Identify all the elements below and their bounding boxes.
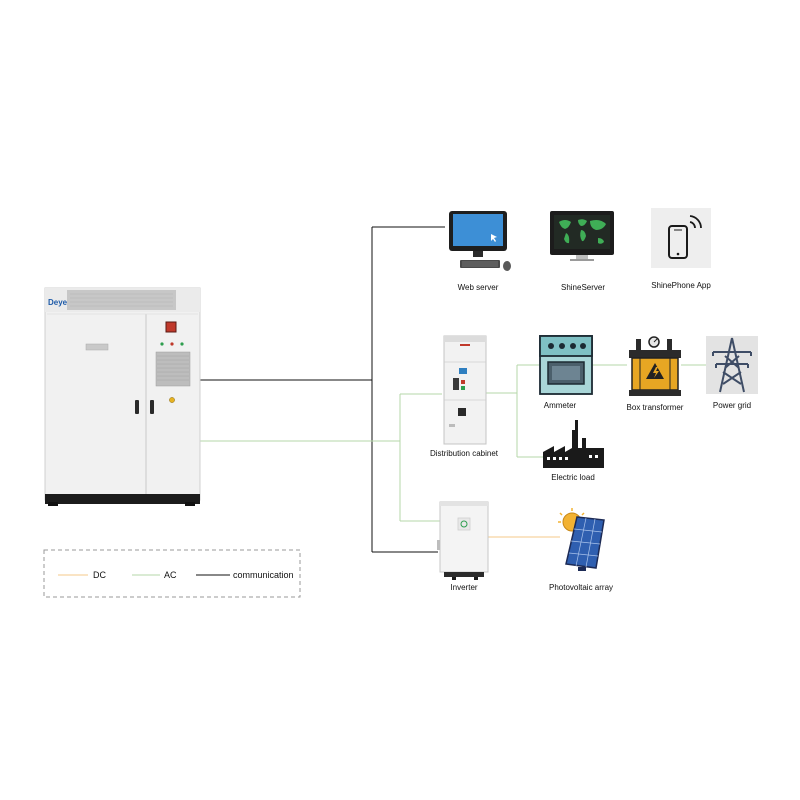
distribution-cabinet-label: Distribution cabinet xyxy=(430,449,499,458)
factory-icon xyxy=(543,420,604,468)
ac-lines xyxy=(200,364,707,522)
shinephone-app-node: ShinePhone App xyxy=(651,208,711,290)
ammeter-icon xyxy=(539,335,593,395)
shinephone-app-label: ShinePhone App xyxy=(651,281,711,290)
legend-communication-label: communication xyxy=(233,570,294,580)
box-transformer-label: Box transformer xyxy=(627,403,684,412)
inverter-node: Inverter xyxy=(437,501,489,592)
indicator-light-icon xyxy=(170,342,174,346)
distribution-cabinet-icon xyxy=(443,335,487,445)
door-handle-icon xyxy=(135,400,139,414)
transmission-tower-icon xyxy=(706,336,758,394)
photovoltaic-array-node: Photovoltaic array xyxy=(549,508,613,592)
indicator-light-icon xyxy=(180,342,184,346)
brand-logo-text: Deye xyxy=(48,298,68,307)
ammeter-label: Ammeter xyxy=(544,401,577,410)
web-server-label: Web server xyxy=(458,283,499,292)
indicator-light-icon xyxy=(160,342,164,346)
ammeter-node: Ammeter xyxy=(539,335,593,410)
communication-lines xyxy=(200,226,445,553)
world-map-monitor-icon xyxy=(550,211,614,261)
electric-load-label: Electric load xyxy=(551,473,595,482)
solar-panel-icon xyxy=(558,508,605,571)
door-handle-icon xyxy=(150,400,154,414)
power-grid-node: Power grid xyxy=(706,336,758,410)
emergency-switch-icon xyxy=(165,321,177,333)
inverter-label: Inverter xyxy=(450,583,477,592)
inverter-icon xyxy=(437,501,489,580)
shine-server-label: ShineServer xyxy=(561,283,605,292)
photovoltaic-array-label: Photovoltaic array xyxy=(549,583,613,592)
power-grid-label: Power grid xyxy=(713,401,751,410)
shine-server-node: ShineServer xyxy=(550,211,614,292)
legend-box xyxy=(43,549,301,598)
electric-load-node: Electric load xyxy=(543,420,604,482)
energy-storage-cabinet: Deye xyxy=(44,287,201,506)
legend-dc-label: DC xyxy=(93,570,106,580)
transformer-icon xyxy=(629,336,681,396)
desktop-computer-icon xyxy=(449,211,511,271)
legend-ac-label: AC xyxy=(164,570,177,580)
legend: DC AC communication xyxy=(43,549,301,598)
smartphone-signal-icon xyxy=(651,208,711,268)
web-server-node: Web server xyxy=(449,211,511,292)
key-lock-icon xyxy=(169,397,175,403)
distribution-cabinet-node: Distribution cabinet xyxy=(430,335,499,458)
box-transformer-node: Box transformer xyxy=(627,336,684,412)
